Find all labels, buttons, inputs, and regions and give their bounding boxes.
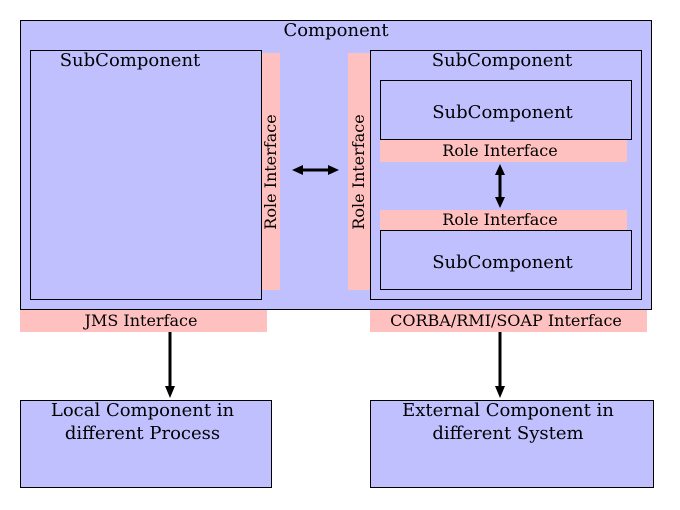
- role-interface-bottom-label: Role Interface: [442, 210, 558, 229]
- role-interface-bottom-bar: [380, 210, 627, 230]
- role-interface-top-label: Role Interface: [442, 141, 558, 160]
- right-role-interface-bar: [348, 53, 370, 290]
- local-component-box: [20, 400, 272, 488]
- local-component-line2: different Process: [64, 423, 221, 444]
- inner-subcomponent-bottom-box: [380, 230, 632, 290]
- external-component-box: [370, 400, 654, 488]
- component-title: Component: [283, 20, 389, 41]
- external-component-line2: different System: [432, 423, 584, 444]
- inner-subcomponent-top-label: SubComponent: [432, 102, 573, 123]
- inner-subcomponent-top-box: [380, 80, 632, 140]
- jms-interface-bar: [20, 310, 267, 332]
- inner-subcomponents-bidirectional-arrow: [495, 164, 505, 208]
- left-role-interface-bar: [262, 53, 280, 290]
- local-component-line1: Local Component in: [50, 400, 235, 421]
- inner-subcomponent-bottom-label: SubComponent: [432, 252, 573, 273]
- corba-interface-bar: [370, 310, 647, 332]
- left-subcomponent-box: [30, 50, 262, 300]
- role-interfaces-bidirectional-arrow: [292, 165, 339, 175]
- right-subcomponent-title: SubComponent: [431, 50, 573, 71]
- corba-interface-label: CORBA/RMI/SOAP Interface: [390, 311, 622, 330]
- left-subcomponent-title: SubComponent: [59, 50, 201, 71]
- external-component-line1: External Component in: [402, 400, 614, 421]
- jms-to-local-arrow: [165, 332, 175, 398]
- role-interface-top-bar: [380, 140, 627, 162]
- jms-interface-label: JMS Interface: [84, 311, 198, 330]
- corba-to-external-arrow: [495, 332, 505, 398]
